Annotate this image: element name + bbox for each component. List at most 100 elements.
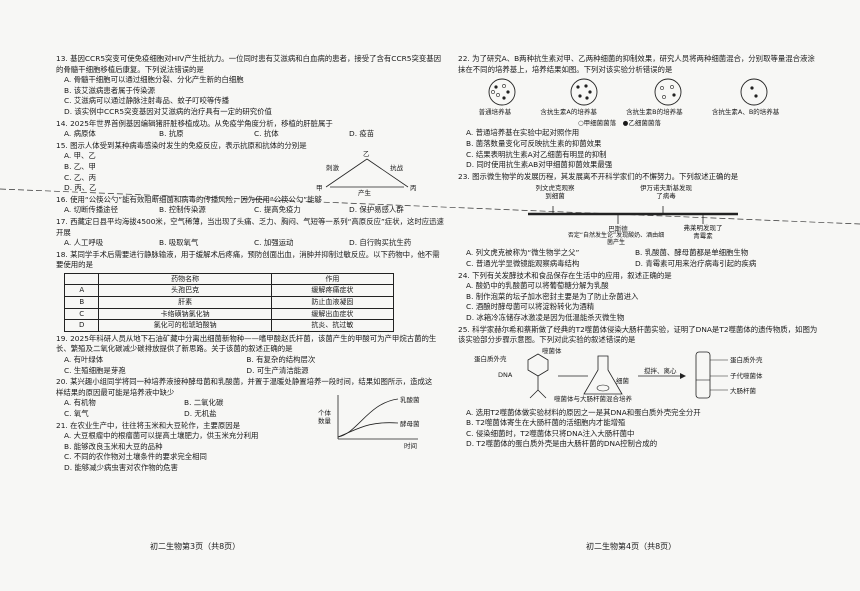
- dish-3: [654, 78, 682, 106]
- petri-dishes: [488, 78, 768, 106]
- dish-4: [740, 78, 768, 106]
- question-stem: 18. 某同学手术后需要进行静脉输液，用于缓解术后疼痛，预防创面出血，消肿并抑制…: [56, 249, 440, 270]
- option-a: A. 有机物: [64, 398, 96, 408]
- option-a: A. 有叶绿体: [64, 355, 104, 365]
- page-footer-right: 初二生物第4页（共8页）: [586, 542, 677, 551]
- table-cell: A: [63, 284, 100, 298]
- dish-1: [488, 78, 516, 106]
- question-stem: 22. 为了研究A、B两种抗生素对甲、乙两种细菌的抑制效果，研究人员将两种细菌混…: [458, 54, 815, 74]
- option-c: C. 普通光学显微镜能观察病毒结构: [466, 258, 580, 268]
- question-22: 22. 为了研究A、B两种抗生素对甲、乙两种细菌的抑制效果，研究人员将两种细菌混…: [458, 54, 818, 171]
- diagram-label: 搅拌、离心: [644, 366, 677, 375]
- dish-label: 含抗生素A的培养基: [540, 108, 597, 117]
- question-15: 15. 图示人体受到某种病毒感染时发生的免疫反应，表示抗原和抗体的分别是 A. …: [56, 140, 444, 197]
- question-17: 17. 西藏定日县平均海拔4500米，空气稀薄，当出现了头痛、乏力、胸闷、气短等…: [56, 217, 444, 249]
- option-b: B. 吸取氧气: [159, 238, 199, 248]
- right-column: 22. 为了研究A、B两种抗生素对甲、乙两种细菌的抑制效果，研究人员将两种细菌混…: [458, 54, 818, 451]
- table-header: [63, 272, 100, 286]
- diagram-label: 噬菌体与大肠杆菌混合培养: [554, 394, 632, 403]
- option-b: B. 该艾滋病患者属于传染源: [64, 85, 156, 95]
- question-20: 20. 某兴趣小组同学将同一种培养液接种酵母菌和乳酸菌，并置于温暖处静置培养一段…: [56, 377, 444, 450]
- option-b: B. 控制传染源: [159, 205, 206, 215]
- option-d: D. 同时使用抗生素AB对甲细菌抑菌效果最强: [466, 160, 613, 170]
- option-b: B. 二氧化碳: [184, 398, 224, 408]
- drug-table: 药物名称 作用 A 头孢巴克 缓解疼痛症状 B 肝素 防止血液凝固 C 卡络磺钠…: [63, 272, 395, 332]
- question-18: 18. 某同学手术后需要进行静脉输液，用于缓解术后疼痛，预防创面出血，消肿并抑制…: [56, 250, 444, 332]
- timeline-event: 列文虎克观察到细菌: [535, 184, 575, 201]
- diagram-label: 子代噬菌体: [730, 371, 763, 380]
- diagram-label: DNA: [498, 370, 513, 379]
- option-d: D. 青霉素可用来治疗病毒引起的疾病: [634, 258, 757, 268]
- option-c: C. 抗体: [254, 129, 279, 139]
- option-a: A. 酸奶中的乳酸菌可以将葡萄糖分解为乳酸: [466, 281, 609, 291]
- option-b: B. 能够改良玉米和大豆的品种: [64, 441, 163, 451]
- question-14: 14. 2025年世界首例基因编辑猪肝脏移植成功。从免疫学角度分析，移植的肝脏属…: [56, 119, 444, 140]
- left-column: 13. 基因CCR5突变可使免疫细胞对HIV产生抵抗力。一位同时患有艾滋病和白血…: [56, 54, 444, 475]
- option-c: C. 不同的农作物对土壤条件的要求完全相同: [64, 452, 207, 462]
- table-cell: 防止血液凝固: [270, 296, 395, 309]
- option-a: A. 切断传播途径: [64, 205, 118, 215]
- table-header: 作用: [270, 272, 395, 286]
- option-a: A. 病原体: [64, 129, 96, 139]
- option-d: D. 无机盐: [184, 409, 217, 418]
- question-23: 23. 图示微生物学的发展历程，其发展离不开科学家们的不懈努力。下列叙述正确的是…: [458, 172, 818, 270]
- diagram-label: 噬菌体: [542, 346, 562, 355]
- option-c: C. 乙、丙: [64, 172, 97, 182]
- option-b: B. 菌落数量变化可反映抗生素的抑菌效果: [466, 138, 602, 148]
- arrow-label: 抗战: [390, 163, 403, 172]
- option-a: A. 人工呼吸: [64, 238, 104, 248]
- timeline-event: 巴斯德: [608, 225, 628, 234]
- question-stem: 15. 图示人体受到某种病毒感染时发生的免疫反应，表示抗原和抗体的分别是: [56, 140, 307, 150]
- question-stem: 17. 西藏定日县平均海拔4500米，空气稀薄，当出现了头痛、乏力、胸闷、气短等…: [56, 216, 444, 237]
- table-row: B 肝素 防止血液凝固: [63, 296, 395, 309]
- option-d: D. 能够减少病虫害对农作物的危害: [64, 462, 178, 472]
- question-stem: 14. 2025年世界首例基因编辑猪肝脏移植成功。从免疫学角度分析，移植的肝脏属…: [56, 118, 333, 128]
- table-cell: D: [63, 319, 100, 332]
- question-24: 24. 下列有关发酵技术和食品保存在生活中的应用，叙述正确的是 A. 酸奶中的乳…: [458, 271, 818, 324]
- arrow-label: 产生: [358, 188, 371, 197]
- table-row: C 卡络磺钠氯化钠 缓解出血症状: [63, 307, 395, 321]
- table-cell: 氯化可的松琥珀酸钠: [98, 319, 272, 332]
- question-stem: 13. 基因CCR5突变可使免疫细胞对HIV产生抵抗力。一位同时患有艾滋病和白血…: [56, 54, 442, 74]
- page-footer-left: 初二生物第3页（共8页）: [150, 542, 241, 551]
- option-d: D. 可生产清洁能源: [246, 365, 309, 375]
- dish-label: 普通培养基: [478, 108, 512, 117]
- option-a: A. 甲、乙: [64, 151, 96, 161]
- dish-2: [570, 78, 598, 106]
- growth-graph: 个体数量 乳酸菌 酵母菌 时间: [318, 393, 438, 450]
- series-label: 酵母菌: [400, 420, 420, 429]
- question-stem: 23. 图示微生物学的发展历程，其发展离不开科学家们的不懈努力。下列叙述正确的是: [458, 171, 739, 181]
- timeline-event: 伊万诺夫斯基发现了病毒: [640, 184, 692, 201]
- table-cell: 肝素: [98, 296, 272, 309]
- table-cell: 抗炎、抗过敏: [270, 319, 395, 332]
- phage-diagram: 蛋白质外壳 噬菌体 DNA 细菌 噬菌体与大肠杆菌混合培养 搅拌、离心 蛋白质外…: [458, 346, 818, 408]
- option-c: C. 酒酿时酵母菌可以将淀粉转化为酒精: [466, 302, 595, 312]
- question-13: 13. 基因CCR5突变可使免疫细胞对HIV产生抵抗力。一位同时患有艾滋病和白血…: [56, 54, 444, 118]
- option-b: B. T2噬菌体寄生在大肠杆菌的活细胞内才能增殖: [466, 418, 626, 428]
- diagram-label: 蛋白质外壳: [730, 355, 763, 364]
- question-stem: 25. 科学家赫尔希和蔡斯做了经典的T2噬菌体侵染大肠杆菌实验，证明了DNA是T…: [458, 324, 818, 345]
- option-d: D. 该实例中CCR5突变基因对艾滋病的治疗具有一定的研究价值: [64, 106, 272, 116]
- table-cell: C: [63, 307, 100, 321]
- legend: ○甲细菌菌落 ●乙细菌菌落: [578, 118, 661, 127]
- option-d: D. 冰箱冷冻储存冰激凌是因为低温能杀灭微生物: [466, 312, 625, 322]
- table-row: D 氯化可的松琥珀酸钠 抗炎、抗过敏: [63, 319, 395, 332]
- history-timeline: 列文虎克观察到细菌 伊万诺夫斯基发现了病毒 巴斯德 否定“自然发生论”发现酸奶、…: [458, 184, 818, 246]
- option-b: B. 制作泡菜的坛子加水密封主要是为了防止杂菌进入: [466, 291, 639, 301]
- option-d: D. 保护易感人群: [349, 205, 404, 215]
- option-c: C. 提高免疫力: [254, 205, 301, 215]
- question-16: 16. 使用“公筷公勺”能有效阻断细菌和病毒的传播风险，因为使用“公筷公勺”能够…: [56, 195, 444, 216]
- table-cell: 卡络磺钠氯化钠: [98, 307, 272, 321]
- series-label: 乳酸菌: [400, 396, 420, 405]
- option-a: A. 普通培养基在实验中起对照作用: [466, 128, 580, 138]
- option-c: C. 加强运动: [254, 238, 294, 248]
- axis-label: 个体数量: [318, 409, 331, 426]
- question-stem: 24. 下列有关发酵技术和食品保存在生活中的应用，叙述正确的是: [458, 270, 672, 280]
- immune-diagram: 乙 甲 丙 刺激 抗战 产生: [312, 149, 422, 197]
- option-b: B. 乳酸菌、酵母菌都是单细胞生物: [634, 248, 749, 258]
- option-d: D. 丙、乙: [64, 183, 97, 193]
- node-label: 乙: [363, 149, 370, 158]
- option-c: C. 结果表明抗生素A对乙细菌有明显的抑制: [466, 149, 607, 159]
- option-b: B. 乙、甲: [64, 161, 96, 171]
